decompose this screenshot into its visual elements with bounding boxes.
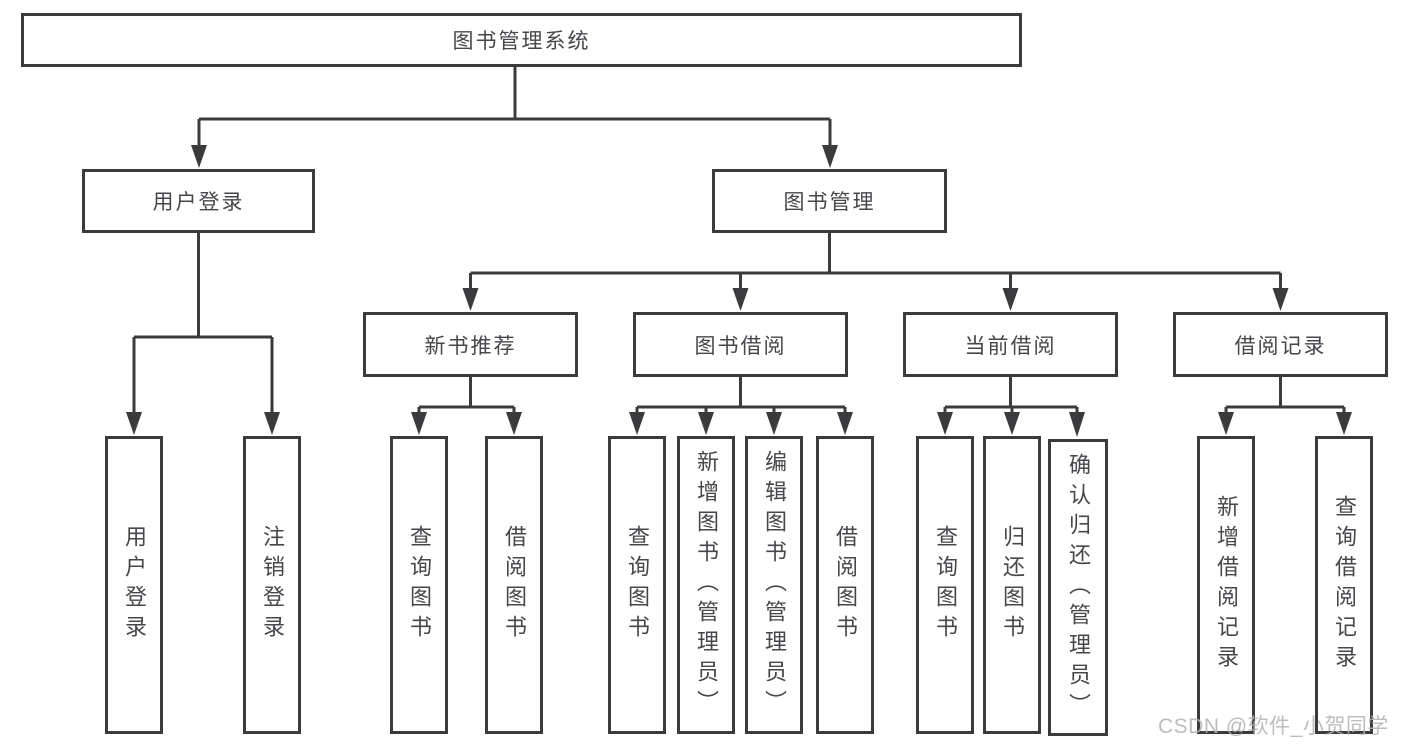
leaf-logout-label: 注销登录 [260,525,285,645]
leaf-record-add-record-label: 新增借阅记录 [1214,495,1239,675]
leaf-borrow-edit-book-admin: 编辑图书（管理员） [745,436,803,734]
node-book-borrow: 图书借阅 [633,312,848,377]
leaf-current-confirm-return-admin-label: 确认归还（管理员） [1066,452,1091,723]
leaf-record-query-record: 查询借阅记录 [1315,436,1373,734]
connector-book-management-to-modules [462,233,1289,311]
node-current-borrow-label: 当前借阅 [964,334,1057,358]
leaf-record-query-record-label: 查询借阅记录 [1332,495,1357,675]
node-borrow-record: 借阅记录 [1173,312,1388,377]
connector-root-to-branches [191,67,838,168]
leaf-current-return-book-label: 归还图书 [1000,525,1025,645]
csdn-watermark: CSDN @软件_小贺同学 [1158,715,1389,738]
leaf-recommend-query-book: 查询图书 [390,436,448,734]
leaf-current-query-book-label: 查询图书 [933,525,958,645]
leaf-current-confirm-return-admin: 确认归还（管理员） [1048,439,1108,736]
leaf-borrow-add-book-admin: 新增图书（管理员） [677,436,735,734]
node-book-management-label: 图书管理 [783,191,876,214]
connector-user-login-to-leaves [126,233,280,435]
connector-recommend-to-leaves [411,377,522,435]
connector-borrow-to-leaves [629,377,853,435]
leaf-borrow-query-book-label: 查询图书 [625,525,650,645]
leaf-recommend-borrow-book: 借阅图书 [485,436,543,734]
leaf-borrow-borrow-book-label: 借阅图书 [833,525,858,645]
node-new-book-recommend-label: 新书推荐 [424,334,517,358]
leaf-borrow-edit-book-admin-label: 编辑图书（管理员） [762,450,787,720]
leaf-recommend-borrow-book-label: 借阅图书 [502,525,527,645]
node-library-system: 图书管理系统 [21,13,1022,67]
node-user-login: 用户登录 [82,169,315,233]
leaf-recommend-query-book-label: 查询图书 [407,525,432,645]
node-new-book-recommend: 新书推荐 [363,312,578,377]
node-book-borrow-label: 图书借阅 [694,334,787,358]
node-borrow-record-label: 借阅记录 [1234,334,1327,358]
leaf-borrow-borrow-book: 借阅图书 [816,436,874,734]
connector-record-to-leaves [1218,377,1352,435]
node-library-system-label: 图书管理系统 [452,30,591,53]
leaf-borrow-query-book: 查询图书 [608,436,666,734]
connector-current-to-leaves [937,377,1085,437]
leaf-current-return-book: 归还图书 [983,436,1041,734]
leaf-user-login: 用户登录 [105,436,163,734]
leaf-logout: 注销登录 [243,436,301,734]
leaf-record-add-record: 新增借阅记录 [1197,436,1255,734]
node-user-login-label: 用户登录 [152,191,245,214]
leaf-user-login-label: 用户登录 [122,525,147,645]
leaf-borrow-add-book-admin-label: 新增图书（管理员） [694,450,719,720]
node-book-management: 图书管理 [712,169,947,233]
leaf-current-query-book: 查询图书 [916,436,974,734]
node-current-borrow: 当前借阅 [903,312,1118,377]
